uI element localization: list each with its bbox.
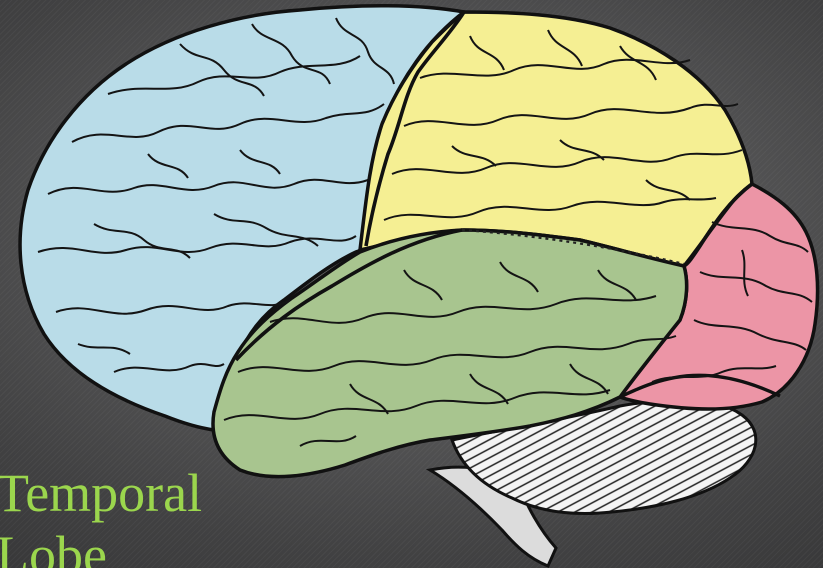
caption-line-1: Temporal [0, 463, 202, 523]
lobe-caption: Temporal Lobe [0, 462, 202, 568]
caption-line-2: Lobe [0, 525, 107, 568]
